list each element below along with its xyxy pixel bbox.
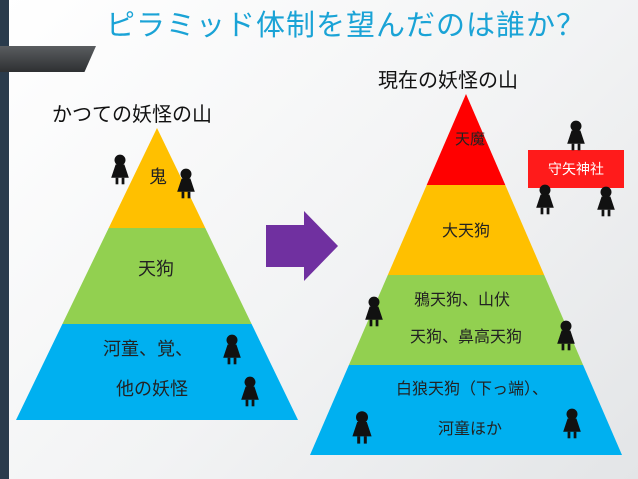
character-silhouette-icon — [111, 154, 129, 185]
new-level-label: 天魔 — [455, 130, 485, 148]
old-level-label: 天狗 — [138, 259, 174, 280]
new-level-label: 天狗、鼻高天狗 — [410, 327, 522, 346]
old-level-label: 他の妖怪 — [116, 379, 188, 400]
new-level-label: 大天狗 — [442, 221, 490, 240]
old-level-label: 鬼 — [149, 167, 167, 188]
character-silhouette-icon — [597, 186, 615, 217]
new-pyramid-level-tenma — [426, 94, 506, 185]
old-pyramid-level-oni — [108, 128, 206, 228]
character-silhouette-icon — [567, 120, 585, 151]
new-pyramid-level-hakuro-tengu — [310, 365, 622, 455]
old-pyramid-level-tengu — [62, 228, 252, 324]
slide-title: ピラミッド体制を望んだのは誰か？ — [106, 8, 587, 42]
old-level-label: 河童、覚、 — [103, 339, 193, 360]
character-silhouette-icon — [536, 184, 554, 215]
new-pyramid-level-karasu-tengu — [348, 275, 584, 365]
moriya-shrine-badge — [528, 150, 624, 188]
header-accent-bar — [0, 46, 96, 72]
new-level-label: 白狼天狗（下っ端）、 — [396, 379, 548, 398]
old-mountain-label: かつての妖怪の山 — [52, 102, 212, 126]
new-level-label: 鴉天狗、山伏 — [414, 290, 510, 309]
arrow-right-icon — [266, 211, 338, 281]
new-level-label: 河童ほか — [438, 419, 502, 438]
moriya-shrine-label: 守矢神社 — [548, 162, 604, 178]
new-mountain-label: 現在の妖怪の山 — [378, 68, 518, 92]
new-pyramid-level-daitengu — [387, 185, 545, 275]
left-accent-strip — [0, 0, 9, 479]
